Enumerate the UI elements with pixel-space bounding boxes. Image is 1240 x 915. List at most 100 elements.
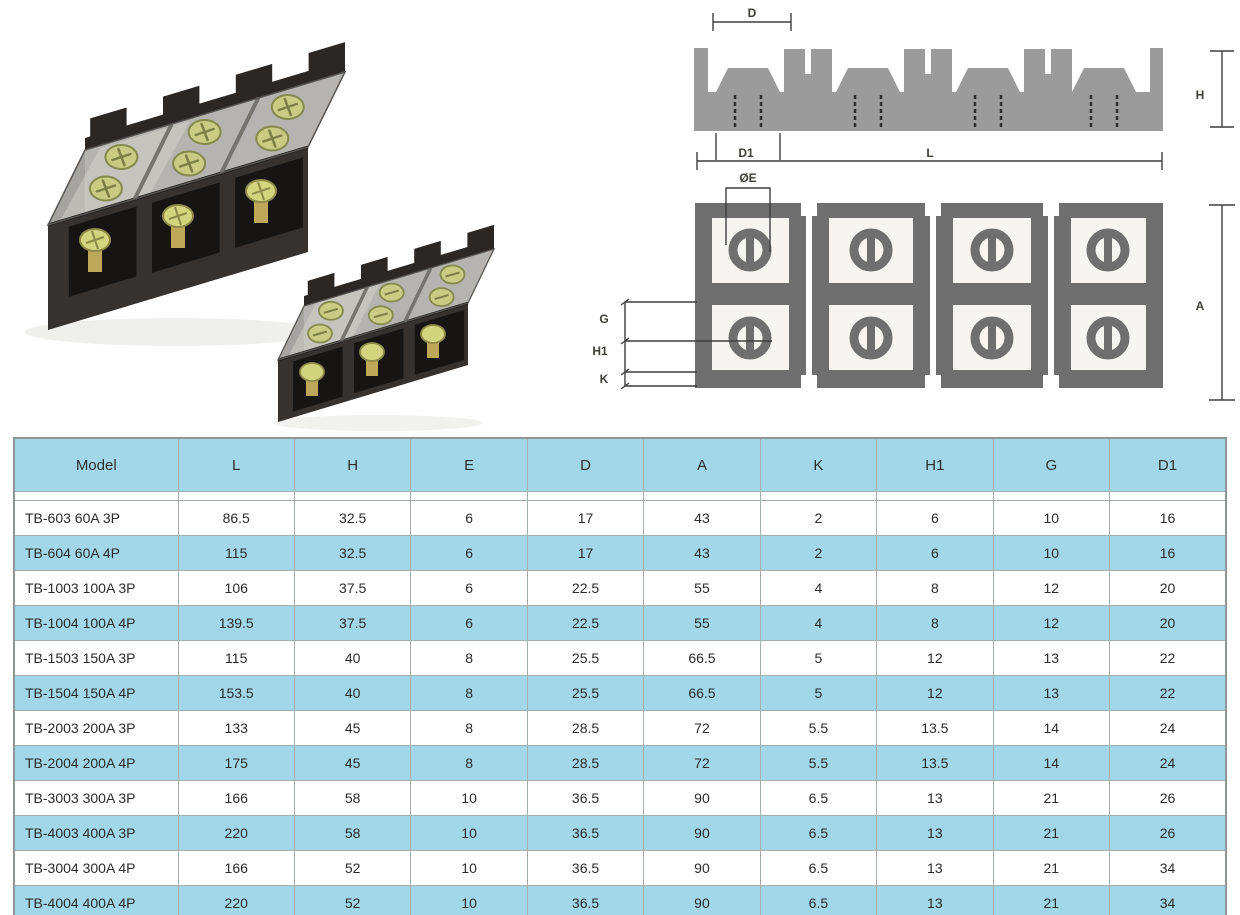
screw-heads-top-view [728, 228, 1130, 360]
dim-E-bracket [725, 187, 771, 252]
cell: 16 [1109, 500, 1227, 536]
column-header-d: D [526, 437, 645, 492]
cell: 28.5 [526, 710, 645, 746]
column-header-g: G [992, 437, 1111, 492]
table-row: TB-2003 200A 3P 133 45 8 28.5 72 5.5 13.… [13, 710, 1227, 746]
cell: 55 [643, 570, 761, 606]
dim-label-d1: D1 [738, 146, 754, 160]
cell-model: TB-604 60A 4P [13, 535, 179, 571]
cell: 2 [759, 535, 878, 571]
cell-model: TB-1503 150A 3P [13, 640, 179, 676]
cell: 90 [643, 780, 761, 816]
cell: 153.5 [177, 675, 295, 711]
cell: 6.5 [759, 885, 878, 915]
cell: 22 [1109, 675, 1227, 711]
cell: 45 [293, 710, 412, 746]
cell: 13.5 [876, 745, 994, 781]
cell: 12 [876, 675, 994, 711]
cell: 220 [177, 815, 295, 851]
top-screws-small [307, 264, 466, 344]
cell: 24 [1109, 745, 1227, 781]
cell: 43 [643, 535, 761, 571]
dim-L [696, 152, 1163, 170]
cell: 13 [876, 815, 994, 851]
brass-screws-front-small [299, 324, 446, 396]
cell: 21 [992, 815, 1111, 851]
dim-label-h1: H1 [592, 344, 608, 358]
cell: 52 [293, 885, 412, 915]
cell: 45 [293, 745, 412, 781]
cell: 90 [643, 885, 761, 915]
cell: 40 [293, 640, 412, 676]
cell: 13 [992, 640, 1111, 676]
segment-notches [801, 203, 1059, 388]
cell: 21 [992, 885, 1111, 915]
column-header-d1: D1 [1109, 437, 1227, 492]
cell: 6.5 [759, 850, 878, 886]
cell: 175 [177, 745, 295, 781]
cell: 5 [759, 675, 878, 711]
table-row: TB-604 60A 4P 115 32.5 6 17 43 2 6 10 16 [13, 535, 1227, 571]
table-row: TB-1003 100A 3P 106 37.5 6 22.5 55 4 8 1… [13, 570, 1227, 606]
cell: 6 [876, 500, 994, 536]
cell: 10 [410, 885, 528, 915]
cell: 115 [177, 535, 295, 571]
cell: 14 [992, 710, 1111, 746]
cell: 86.5 [177, 500, 295, 536]
cell: 139.5 [177, 605, 295, 641]
cell: 8 [876, 605, 994, 641]
cell: 24 [1109, 710, 1227, 746]
dim-label-g: G [599, 312, 608, 326]
cell: 36.5 [526, 780, 645, 816]
cell: 36.5 [526, 850, 645, 886]
column-header-l: L [177, 437, 295, 492]
column-header-model: Model [13, 437, 179, 492]
cell: 2 [759, 500, 878, 536]
cell: 8 [410, 745, 528, 781]
cell: 72 [643, 710, 761, 746]
table-row: TB-1004 100A 4P 139.5 37.5 6 22.5 55 4 8… [13, 605, 1227, 641]
cell: 166 [177, 780, 295, 816]
cell: 13.5 [876, 710, 994, 746]
cell: 6 [410, 570, 528, 606]
cell: 13 [876, 885, 994, 915]
cell: 133 [177, 710, 295, 746]
brass-screws-front [79, 179, 277, 272]
product-photo [25, 42, 496, 431]
cell: 36.5 [526, 815, 645, 851]
dim-label-d: D [748, 6, 757, 20]
dim-label-a: A [1196, 299, 1205, 313]
cell: 5.5 [759, 710, 878, 746]
cell: 22 [1109, 640, 1227, 676]
cell: 16 [1109, 535, 1227, 571]
cell-model: TB-4004 400A 4P [13, 885, 179, 915]
top-graphics: D H D1 L [25, 6, 1235, 431]
cell-model: TB-3004 300A 4P [13, 850, 179, 886]
cell: 10 [410, 815, 528, 851]
dim-G-H1-K-leaders [620, 298, 772, 390]
column-header-h1: H1 [876, 437, 994, 492]
cell-model: TB-2004 200A 4P [13, 745, 179, 781]
cell: 43 [643, 500, 761, 536]
cell-model: TB-1504 150A 4P [13, 675, 179, 711]
dim-label-k: K [600, 372, 609, 386]
cell: 66.5 [643, 640, 761, 676]
column-header-e: E [410, 437, 528, 492]
cell-model: TB-1003 100A 3P [13, 570, 179, 606]
cell: 26 [1109, 780, 1227, 816]
column-header-a: A [643, 437, 761, 492]
cell: 20 [1109, 570, 1227, 606]
table-row: TB-1503 150A 3P 115 40 8 25.5 66.5 5 12 … [13, 640, 1227, 676]
cell: 25.5 [526, 640, 645, 676]
cell: 12 [992, 570, 1111, 606]
cell: 17 [526, 500, 645, 536]
cell: 90 [643, 815, 761, 851]
dimension-side-view: D H D1 L [694, 6, 1234, 170]
cell: 106 [177, 570, 295, 606]
cell: 55 [643, 605, 761, 641]
dimension-top-view: ØE A G H1 K [592, 171, 1235, 401]
cell: 5.5 [759, 745, 878, 781]
cell-model: TB-1004 100A 4P [13, 605, 179, 641]
cell: 10 [410, 850, 528, 886]
table-row: TB-4003 400A 3P 220 58 10 36.5 90 6.5 13… [13, 815, 1227, 851]
